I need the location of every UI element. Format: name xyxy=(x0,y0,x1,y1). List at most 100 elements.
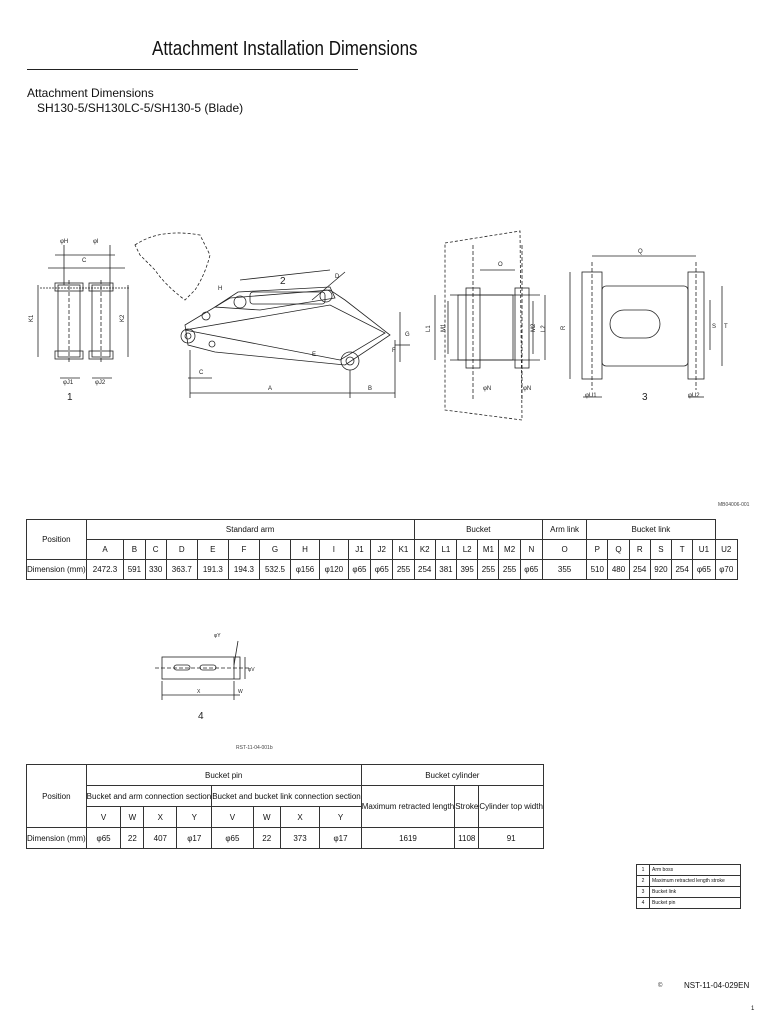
table1-position-header: Position xyxy=(26,519,87,560)
label-f: F xyxy=(392,348,396,354)
table1-value-cell: 330 xyxy=(144,559,167,580)
table2-col-stroke: Stroke xyxy=(454,785,480,828)
table1-value-cell: φ65 xyxy=(692,559,716,580)
table2-column-header: V xyxy=(211,806,254,828)
table2-cylinder-value-cell: 91 xyxy=(478,827,544,849)
table2-value-cell: φ65 xyxy=(85,827,122,849)
table2-group-bucket-pin: Bucket pin xyxy=(85,764,362,786)
figure-number-4: 4 xyxy=(198,711,204,720)
label-t: T xyxy=(724,324,728,330)
page-number: 1 xyxy=(751,1006,755,1012)
table1-column-header: K2 xyxy=(413,539,436,560)
arm-boss-figure xyxy=(37,245,130,379)
table1-value-cell: 381 xyxy=(434,559,458,580)
section-subtitle: Attachment Dimensions xyxy=(27,86,154,100)
table1-value-cell: 254 xyxy=(413,559,436,580)
copyright-symbol: © xyxy=(658,983,663,989)
table1-column-header: R xyxy=(628,539,651,560)
table1-value-cell: 254 xyxy=(628,559,651,580)
table1-value-cell: 254 xyxy=(671,559,694,580)
table1-column-header: H xyxy=(290,539,320,560)
figure-number-1: 1 xyxy=(67,392,73,403)
table1-column-header: D xyxy=(165,539,198,560)
table1-column-header: I xyxy=(318,539,349,560)
table1-value-cell: 191.3 xyxy=(196,559,229,580)
label-m1: M1 xyxy=(441,323,447,332)
table1-value-cell: 480 xyxy=(607,559,630,580)
table1-value-cell: φ156 xyxy=(290,559,320,580)
table1-value-cell: φ120 xyxy=(318,559,349,580)
table2-column-header: V xyxy=(85,806,122,828)
table1-group-bucket-link: Bucket link xyxy=(586,519,716,540)
table2-column-header: Y xyxy=(176,806,213,828)
label-phi-j2: φJ2 xyxy=(95,380,106,386)
table1-value-cell: 532.5 xyxy=(258,559,292,580)
table1-column-header: A xyxy=(85,539,125,560)
label-k2: K2 xyxy=(120,314,126,322)
table1-group-bucket: Bucket xyxy=(413,519,544,540)
label-l1: L1 xyxy=(426,325,432,332)
label-h: H xyxy=(218,286,222,292)
table2-column-header: X xyxy=(143,806,178,828)
table2-value-cell: 22 xyxy=(120,827,145,849)
table1-column-header: T xyxy=(671,539,694,560)
table1-column-header: K1 xyxy=(392,539,415,560)
table2-column-header: Y xyxy=(319,806,362,828)
label-m2: M2 xyxy=(531,323,537,332)
label-o: O xyxy=(498,262,503,268)
table1-value-cell: 194.3 xyxy=(227,559,260,580)
table1-value-cell: 510 xyxy=(586,559,609,580)
table1-value-cell: φ65 xyxy=(370,559,394,580)
table2-value-cell: 407 xyxy=(143,827,178,849)
label-phi-u1: φU1 xyxy=(585,393,597,399)
label-q: Q xyxy=(638,249,643,255)
table1-value-cell: φ65 xyxy=(519,559,544,580)
table1-column-header: U1 xyxy=(692,539,716,560)
table1-column-header: S xyxy=(649,539,673,560)
table1-column-header: C xyxy=(144,539,167,560)
table1-value-cell: φ70 xyxy=(714,559,739,580)
table2-column-header: X xyxy=(279,806,321,828)
legend-number: 2 xyxy=(636,875,650,887)
table1-column-header: N xyxy=(519,539,544,560)
table1-value-cell: 2472.3 xyxy=(85,559,125,580)
label-phi-j1: φJ1 xyxy=(63,380,74,386)
table1-value-cell: φ65 xyxy=(347,559,372,580)
label-k1: K1 xyxy=(29,314,35,322)
table1-column-header: B xyxy=(123,539,146,560)
table1-column-header: M1 xyxy=(477,539,500,560)
label-phi-i: φI xyxy=(93,239,99,245)
legend-text: Maximum retracted length stroke xyxy=(649,875,741,887)
table1-column-header: P xyxy=(586,539,609,560)
attachment-dimensions-table: Position Standard arm Bucket Arm link Bu… xyxy=(26,519,739,580)
table1-value-cell: 591 xyxy=(123,559,146,580)
bucket-figure xyxy=(434,230,546,421)
label-e: E xyxy=(312,352,316,358)
pin-cylinder-dimensions-table: Position Bucket pin Bucket cylinder Buck… xyxy=(26,764,544,849)
table1-group-arm-link: Arm link xyxy=(541,519,588,540)
label-phi-n2: φN xyxy=(523,386,531,392)
table2-column-header: W xyxy=(252,806,281,828)
legend-number: 1 xyxy=(636,864,650,876)
legend-number: 4 xyxy=(636,897,650,909)
table1-column-header: M2 xyxy=(498,539,521,560)
bucket-pin-figure: φY φV X W 4 xyxy=(155,633,255,720)
label-c1: C xyxy=(82,258,87,264)
label-phi-y: φY xyxy=(214,633,221,639)
document-number: NST-11-04-029EN xyxy=(684,981,750,990)
label-phi-u2: φU2 xyxy=(688,393,700,399)
table1-value-cell: 920 xyxy=(649,559,673,580)
legend-text: Bucket pin xyxy=(649,897,741,909)
table1-value-cell: 395 xyxy=(456,559,479,580)
table1-column-header: J1 xyxy=(347,539,372,560)
figure-code-main: MB04006-001 xyxy=(718,502,750,508)
table1-column-header: G xyxy=(258,539,292,560)
label-c2: C xyxy=(199,370,204,376)
legend-number: 3 xyxy=(636,886,650,898)
table2-value-cell: 373 xyxy=(279,827,321,849)
